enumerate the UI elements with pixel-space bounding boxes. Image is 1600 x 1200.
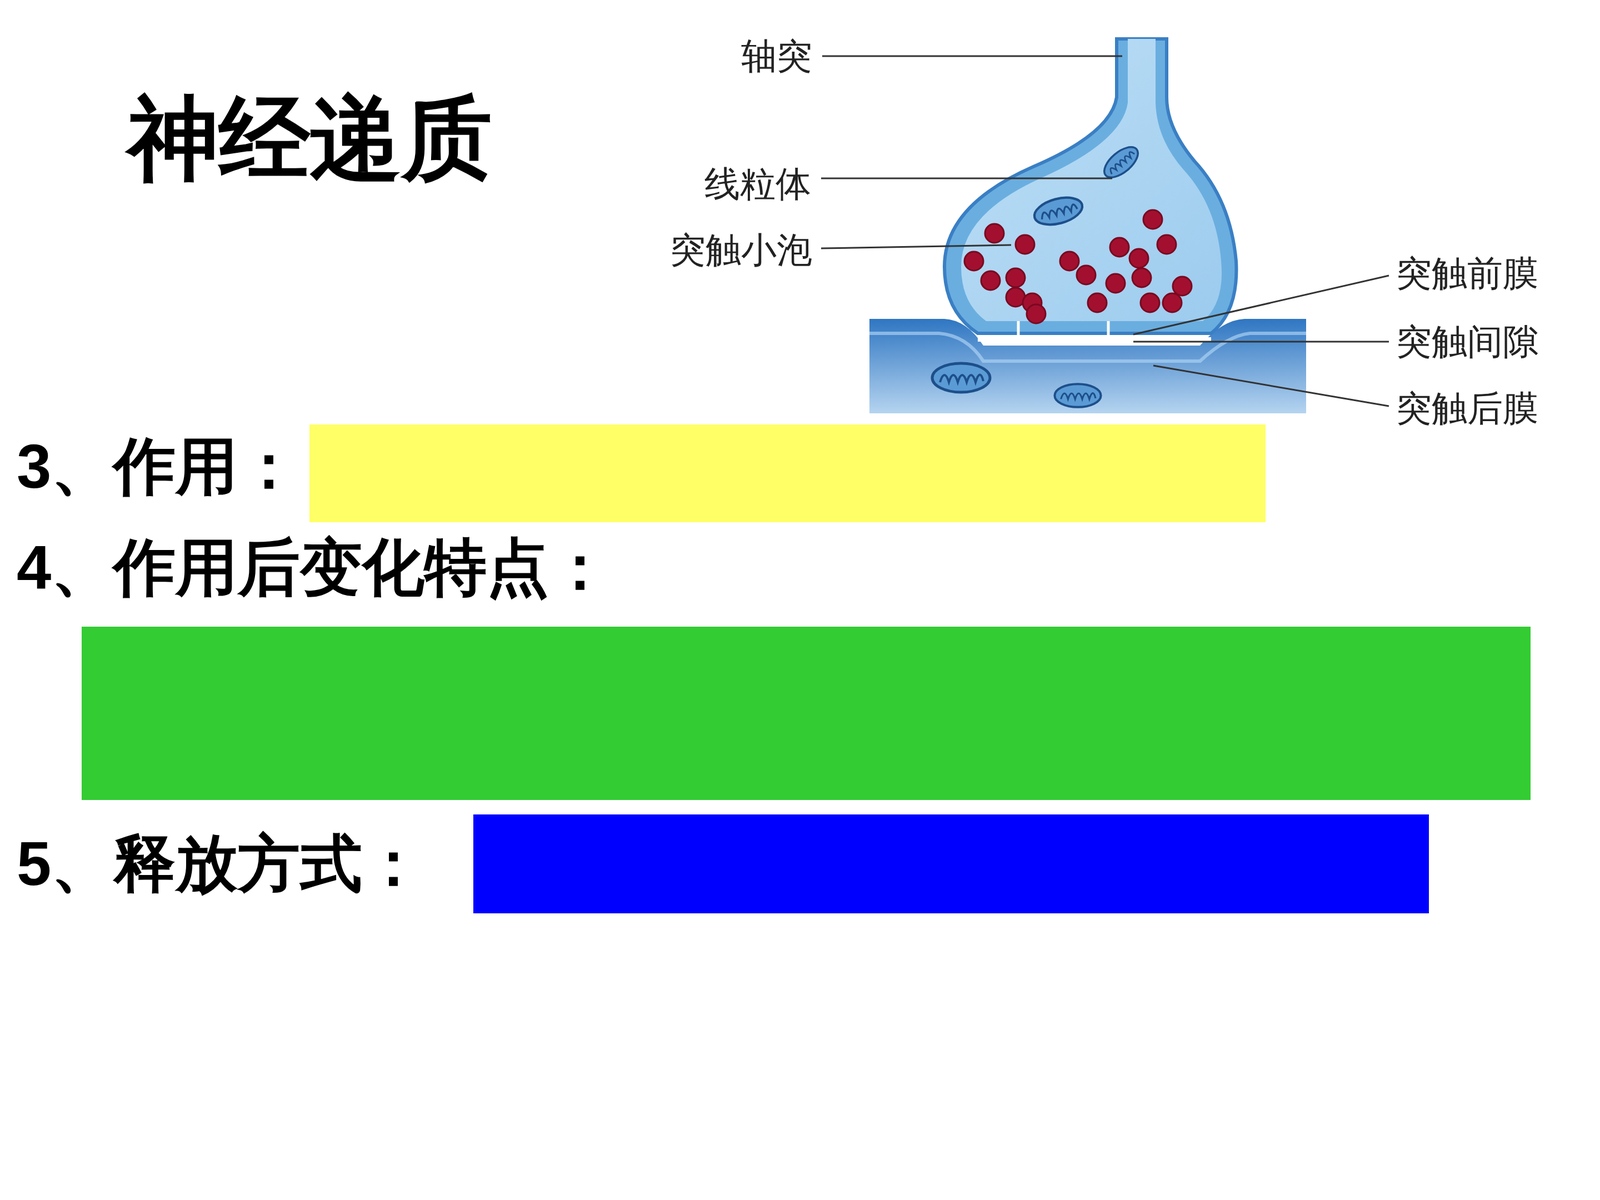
answer-bar (473, 814, 1429, 914)
mitochondrion (1098, 141, 1143, 184)
slide-title: 神经递质 (127, 88, 493, 189)
leader-line (821, 56, 1389, 407)
mitochondrion (932, 363, 990, 393)
part-label: 突触前膜 (1396, 253, 1539, 293)
question-label: 3、作用： (16, 432, 300, 501)
question-label: 4、作用后变化特点： (16, 533, 612, 602)
part-label: 轴突 (741, 36, 813, 76)
answer-bar (81, 626, 1531, 800)
synaptic-vesicle (964, 210, 1192, 324)
part-label: 线粒体 (704, 164, 812, 204)
question-label: 5、释放方式： (16, 829, 425, 898)
part-label: 突触小泡 (670, 230, 813, 270)
part-label: 突触间隙 (1396, 322, 1539, 362)
part-label: 突触后膜 (1396, 388, 1539, 428)
answer-bar (309, 424, 1266, 523)
axon-terminal (944, 38, 1237, 334)
